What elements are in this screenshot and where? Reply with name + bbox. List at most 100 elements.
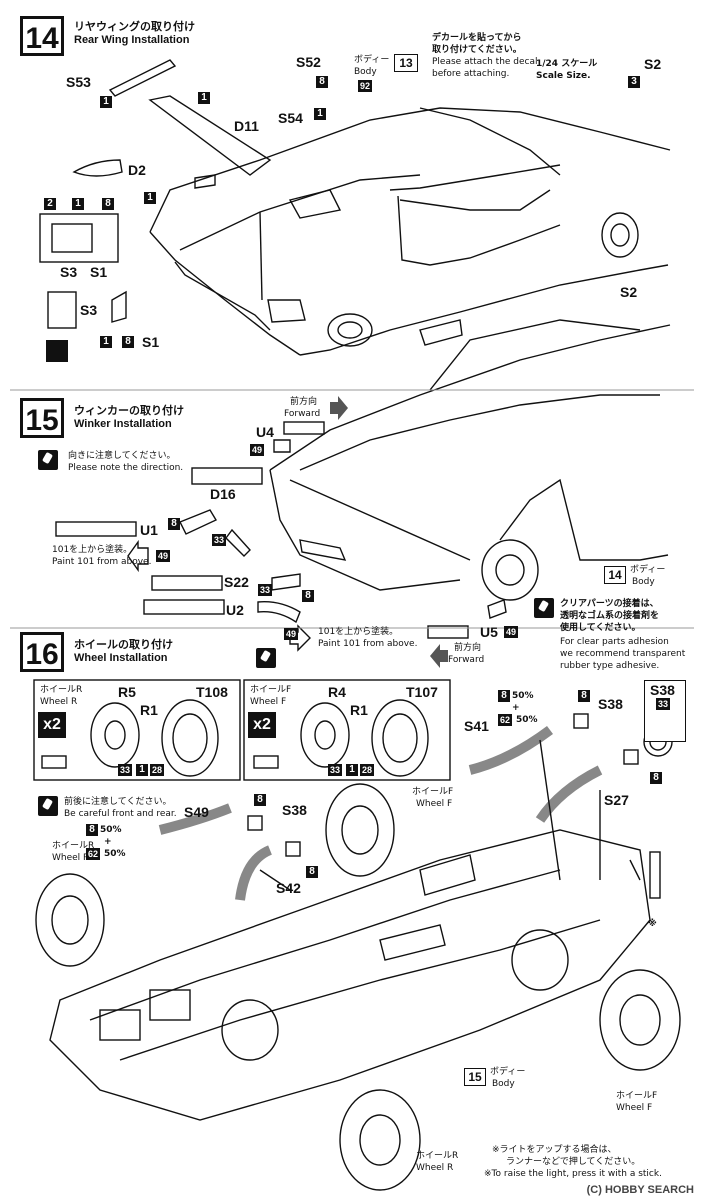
part-s53: S53	[66, 74, 91, 90]
part-d2: D2	[128, 162, 146, 178]
part-d11: D11	[234, 118, 259, 134]
part-s38: S38	[598, 696, 623, 712]
step14-title-en: Rear Wing Installation	[74, 34, 190, 46]
light-note-jp-2: ランナーなどで押してください。	[506, 1157, 641, 1167]
body-label-jp: ボディー	[630, 565, 666, 575]
color-49: 49	[284, 628, 299, 640]
color-8: 8	[316, 76, 328, 88]
part-s38: S38	[650, 682, 675, 698]
scale-jp: 1/24 スケール	[536, 59, 598, 69]
direction-note-en: Please note the direction.	[68, 463, 184, 473]
color-33: 33	[258, 584, 273, 596]
body-label-en: Body	[632, 577, 655, 587]
wheel-r-label-en: Wheel R	[416, 1163, 454, 1173]
clear-parts-note-en-1: For clear parts adhesion	[560, 637, 669, 647]
quantity-x2: x2	[38, 712, 66, 738]
wheel-f-label-jp: ホイールF	[250, 685, 292, 695]
wheel-r-label-en: Wheel R	[52, 853, 90, 863]
step15-title-jp: ウィンカーの取り付け	[74, 404, 184, 417]
clear-parts-note-en-3: rubber type adhesive.	[560, 661, 660, 671]
color-8: 8	[578, 690, 590, 702]
light-note-jp-1: ※ライトをアップする場合は、	[492, 1145, 617, 1155]
color-62: 62	[498, 714, 513, 726]
color-62: 62	[86, 848, 101, 860]
color-2: 2	[44, 198, 56, 210]
color-8: 8	[302, 590, 314, 602]
color-1: 1	[72, 198, 84, 210]
part-u1: U1	[140, 522, 158, 538]
color-49: 49	[504, 626, 519, 638]
step-number-14: 14	[20, 16, 64, 56]
color-8: 8	[122, 336, 134, 348]
color-28: 28	[150, 764, 165, 776]
forward-label-en: Forward	[448, 655, 485, 665]
part-d16: D16	[210, 486, 236, 502]
part-r4: R4	[328, 684, 346, 700]
part-u4: U4	[256, 424, 274, 440]
s38-detail-box	[644, 680, 686, 742]
ref-step-14: 14	[604, 566, 626, 584]
paint-note-jp: 101を上から塗装。	[52, 545, 133, 555]
color-1: 1	[144, 192, 156, 204]
mix-ratio-a: 50%	[512, 691, 534, 701]
paint-note-jp: 101を上から塗装。	[318, 627, 399, 637]
wheel-f-label-en: Wheel F	[616, 1103, 653, 1113]
step-number-15: 15	[20, 398, 64, 438]
mix-ratio-b: 50%	[104, 849, 126, 859]
paint-note-en: Paint 101 from above.	[318, 639, 418, 649]
part-s42: S42	[276, 880, 301, 896]
part-s2: S2	[620, 284, 638, 300]
color-33: 33	[212, 534, 227, 546]
ref-step-13: 13	[394, 54, 418, 72]
note-icon	[38, 450, 58, 470]
part-s2: S2	[644, 56, 662, 72]
color-8: 8	[102, 198, 114, 210]
part-t108: T108	[196, 684, 228, 700]
color-92: 92	[358, 80, 373, 92]
part-r1: R1	[350, 702, 368, 718]
decal-note-jp-1: デカールを貼ってから	[432, 33, 522, 43]
color-49: 49	[156, 550, 171, 562]
color-28: 28	[360, 764, 375, 776]
step-number-16: 16	[20, 632, 64, 672]
mix-plus: +	[512, 703, 520, 713]
part-s3: S3	[60, 264, 78, 280]
color-8: 8	[168, 518, 180, 530]
direction-note-jp: 向きに注意してください。	[68, 451, 176, 461]
color-8: 8	[254, 794, 266, 806]
asterisk-mark: ※	[648, 919, 657, 929]
step15-title-en: Winker Installation	[74, 418, 172, 430]
wheel-r-label-jp: ホイールR	[416, 1151, 459, 1161]
part-r5: R5	[118, 684, 136, 700]
body-label-en: Body	[492, 1079, 515, 1089]
color-8: 8	[650, 772, 662, 784]
clear-parts-note-en-2: we recommend transparent	[560, 649, 686, 659]
front-rear-note-en: Be careful front and rear.	[64, 809, 177, 819]
color-1: 1	[198, 92, 210, 104]
quantity-x2: x2	[248, 712, 276, 738]
part-s1: S1	[90, 264, 108, 280]
watermark: (C) HOBBY SEARCH	[586, 1184, 694, 1196]
part-s27: S27	[604, 792, 629, 808]
color-1: 1	[314, 108, 326, 120]
part-t107: T107	[406, 684, 438, 700]
step14-title-jp: リヤウィングの取り付け	[74, 20, 195, 33]
part-s3: S3	[80, 302, 98, 318]
color-1: 1	[346, 764, 358, 776]
mix-ratio-a: 50%	[100, 825, 122, 835]
part-s54: S54	[278, 110, 303, 126]
body-label-en: Body	[354, 67, 377, 77]
wheel-f-label-en: Wheel F	[416, 799, 453, 809]
forward-label-jp: 前方向	[290, 397, 318, 407]
decal-note-jp-2: 取り付けてください。	[432, 45, 522, 55]
scale-en: Scale Size.	[536, 71, 591, 81]
color-1: 1	[100, 96, 112, 108]
adhesive-note-icon	[534, 598, 554, 618]
mix-plus: +	[104, 837, 112, 847]
color-49: 49	[250, 444, 265, 456]
color-33: 33	[328, 764, 343, 776]
clear-parts-note-jp-3: 使用してください。	[560, 623, 641, 633]
part-u5: U5	[480, 624, 498, 640]
paint-note-en: Paint 101 from above.	[52, 557, 152, 567]
